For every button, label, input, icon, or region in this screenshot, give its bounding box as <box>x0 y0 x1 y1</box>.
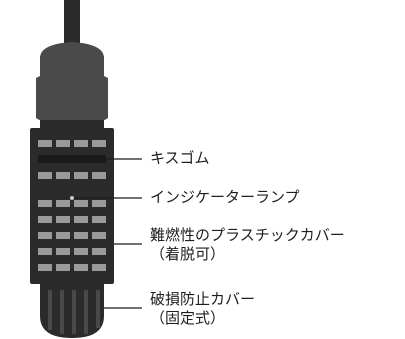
label-damage-cover-line1: 破損防止カバー <box>150 290 256 308</box>
label-damage-cover: 破損防止カバー （固定式） <box>150 290 255 328</box>
label-plastic-cover-line1: 難燃性のプラスチックカバー <box>150 226 345 244</box>
label-plastic-cover: 難燃性のプラスチックカバー （着脱可） <box>150 226 345 264</box>
leader-lines <box>74 158 142 309</box>
label-rubber-cap: キスゴム <box>150 149 210 167</box>
label-indicator-lamp: インジケーターランプ <box>150 188 300 206</box>
label-damage-cover-line2: （固定式） <box>150 309 226 327</box>
indicator-lamp <box>70 196 74 200</box>
cover-ribs <box>52 136 92 276</box>
power-cord <box>64 0 80 46</box>
bottom-ribs <box>48 290 100 334</box>
label-plastic-cover-line2: （着脱可） <box>150 245 226 263</box>
heater-head-cap <box>36 42 108 126</box>
head-band <box>40 120 104 128</box>
rubber-cap-band <box>38 155 106 163</box>
